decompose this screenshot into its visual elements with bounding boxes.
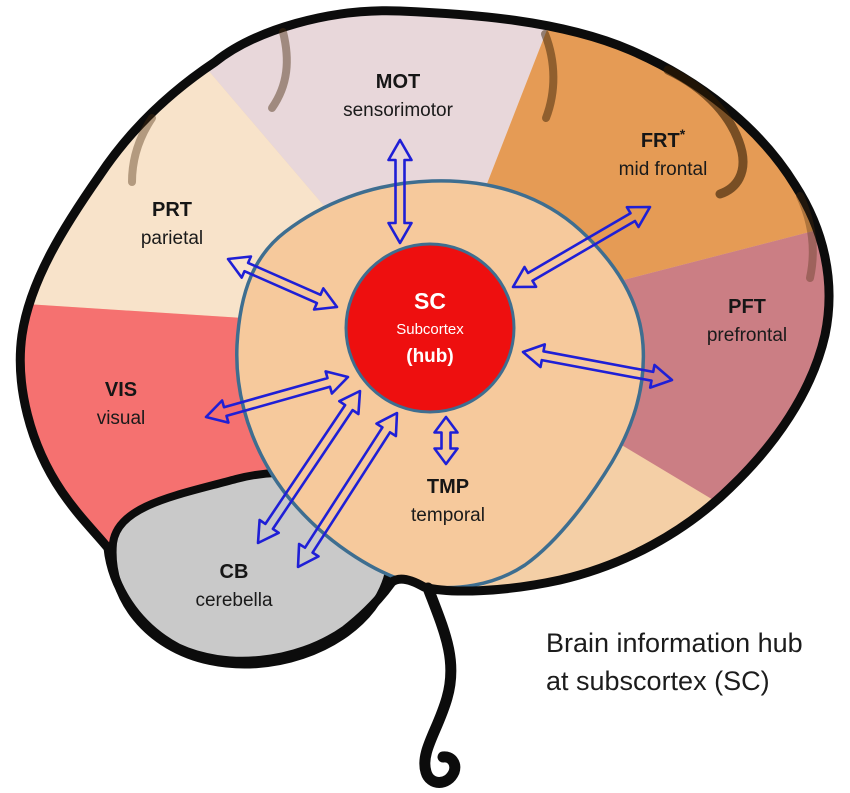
hub-role-label: (hub) (406, 346, 453, 367)
region-name-vis: visual (97, 408, 146, 429)
region-name-cb: cerebella (195, 590, 273, 611)
arrow-pft (521, 343, 674, 389)
gyrus-line (663, 65, 748, 199)
hub-arrows-layer (204, 138, 674, 569)
arrow-vis (204, 370, 350, 424)
arrow-frt (511, 205, 652, 289)
region-abbr-mot: MOT (376, 71, 420, 93)
caption-line-2: at subscortex (SC) (546, 666, 770, 696)
region-frt (430, 10, 830, 330)
region-abbr-tmp: TMP (427, 476, 469, 498)
gyrus-line (541, 30, 558, 122)
region-name-tmp: temporal (411, 505, 485, 526)
region-mot (20, 10, 660, 330)
hub-abbr-label: SC (414, 288, 446, 314)
region-abbr-pft: PFT (728, 296, 766, 318)
region-name-prt: parietal (141, 228, 203, 249)
brain-outline (15, 6, 834, 666)
region-abbr-vis: VIS (105, 379, 137, 401)
gyri-lines (128, 28, 817, 282)
region-abbr-prt: PRT (152, 199, 192, 221)
caption-line-1: Brain information hub (546, 628, 803, 658)
region-name-pft: prefrontal (707, 325, 787, 346)
arrow-cb1 (256, 389, 362, 545)
arrow-mot (387, 138, 413, 245)
brain-stem (419, 582, 461, 788)
arrow-tmp (433, 415, 459, 466)
region-name-mot: sensorimotor (343, 100, 453, 121)
hub-circle (344, 242, 516, 414)
region-name-frt: mid frontal (619, 159, 708, 180)
region-pft (430, 50, 830, 662)
gyrus-line (796, 192, 817, 282)
region-abbr-frt: FRT* (641, 126, 686, 152)
region-abbr-cb: CB (220, 561, 249, 583)
hub-name-label: Subcortex (396, 321, 464, 338)
gyrus-line (128, 114, 156, 186)
arrow-prt (226, 255, 339, 311)
gyrus-line (268, 28, 291, 112)
arrow-cb2 (296, 411, 399, 569)
